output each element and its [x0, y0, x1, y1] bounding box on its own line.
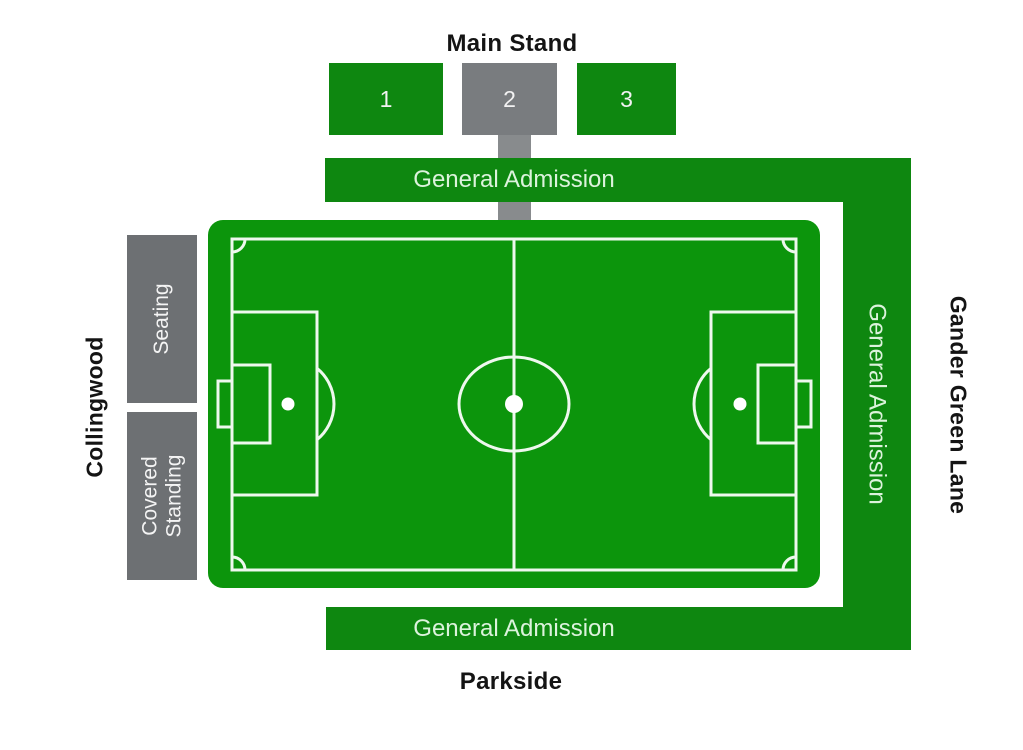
left-penalty-arc — [316, 367, 336, 441]
left-penalty-spot — [281, 397, 295, 411]
general-admission-bottom[interactable]: General Admission — [326, 607, 911, 650]
centre-spot — [505, 395, 523, 413]
main-stand-block-3[interactable]: 3 — [577, 63, 676, 135]
gander-green-lane-label: Gander Green Lane — [945, 295, 972, 515]
covered-standing-terrace-label: Covered Standing — [138, 454, 185, 538]
general-admission-bottom-label: General Admission — [413, 614, 615, 642]
block-2-number: 2 — [503, 85, 516, 112]
right-penalty-area — [709, 310, 798, 497]
left-goal — [216, 379, 234, 429]
left-penalty-area — [230, 310, 319, 497]
right-goal — [794, 379, 813, 429]
general-admission-right-label: General Admission — [864, 303, 891, 505]
general-admission-top[interactable]: General Admission — [325, 158, 911, 202]
corner-arc-top-left — [231, 238, 247, 254]
general-admission-right[interactable]: General Admission — [843, 158, 911, 650]
main-stand-block-2[interactable]: 2 — [462, 63, 557, 135]
collingwood-street-label: Collingwood — [81, 336, 108, 478]
block-1-number: 1 — [379, 85, 393, 112]
seating-terrace[interactable]: Seating — [127, 235, 197, 403]
left-goal-area — [230, 363, 272, 445]
corner-arc-top-right — [781, 238, 797, 254]
pitch-markings — [216, 237, 813, 572]
centre-circle — [457, 355, 571, 453]
parkside-street-label: Parkside — [459, 668, 563, 695]
right-penalty-arc — [692, 367, 712, 441]
main-stand-title: Main Stand — [446, 30, 578, 57]
general-admission-top-label: General Admission — [413, 166, 615, 193]
main-stand-block-1[interactable]: 1 — [329, 63, 443, 135]
block-3-number: 3 — [620, 85, 633, 112]
seating-terrace-label: Seating — [150, 283, 174, 355]
right-goal-area — [756, 363, 798, 445]
covered-standing-terrace[interactable]: Covered Standing — [127, 412, 197, 580]
corner-arc-bottom-left — [231, 555, 247, 571]
corner-arc-bottom-right — [781, 555, 797, 571]
right-penalty-spot — [733, 397, 747, 411]
football-pitch — [208, 220, 820, 588]
